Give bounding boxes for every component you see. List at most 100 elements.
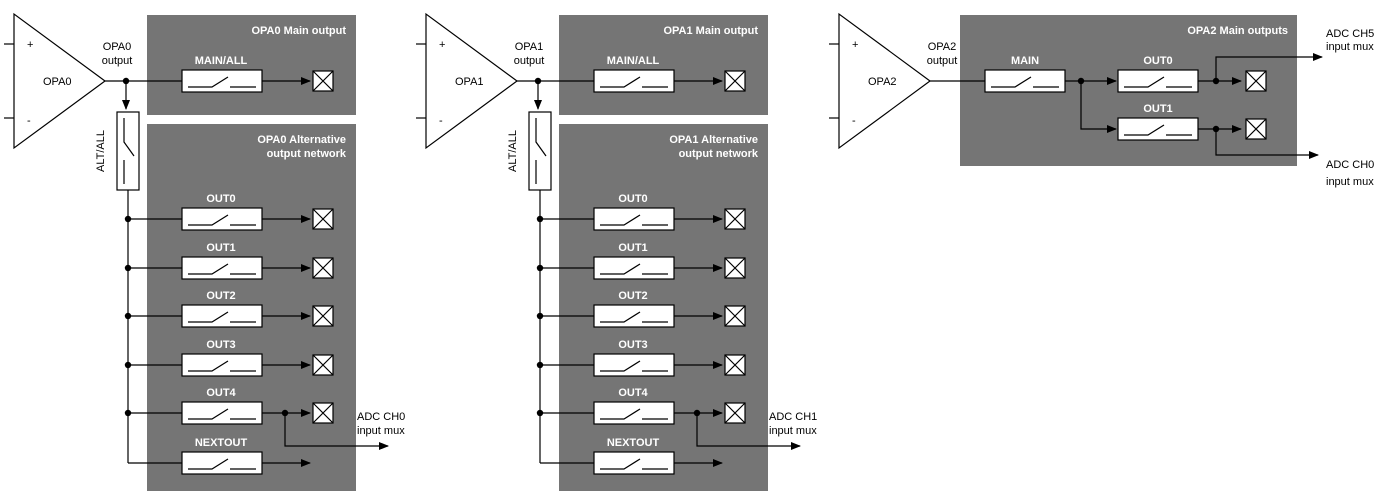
opa2-adc-ch5-wire xyxy=(1215,53,1323,81)
switch-symbol xyxy=(600,263,668,275)
alt-output-title-line2: output network xyxy=(679,148,759,160)
switch-label-out4: OUT4 xyxy=(618,387,648,399)
switch-label-out1: OUT1 xyxy=(206,242,235,254)
opa2-out1-label: OUT1 xyxy=(1143,103,1172,115)
output-label-line1: OPA2 xyxy=(928,41,957,53)
output-label-line2: output xyxy=(514,55,545,67)
switch-label-out3: OUT3 xyxy=(206,339,235,351)
plus-sign: + xyxy=(439,39,445,51)
opa2-out0-label: OUT0 xyxy=(1143,55,1172,67)
adc-ch5-label-line2: input mux xyxy=(1326,41,1374,53)
switch-label-out4: OUT4 xyxy=(206,387,236,399)
switch-label-nextout: NEXTOUT xyxy=(607,437,660,449)
opamp-triangle xyxy=(838,12,932,150)
x-mark xyxy=(312,70,334,92)
switch-symbol xyxy=(600,214,668,226)
minus-sign: - xyxy=(439,115,443,127)
adc-ch0-label-line1: ADC CH0 xyxy=(1326,159,1374,171)
main-output-panel xyxy=(147,15,356,115)
switch-symbol xyxy=(188,263,256,275)
x-mark xyxy=(312,402,334,424)
plus-sign: + xyxy=(27,39,33,51)
minus-sign: - xyxy=(852,115,856,127)
switch-symbol xyxy=(188,360,256,372)
alt-switch xyxy=(116,111,140,191)
switch-label-out3: OUT3 xyxy=(618,339,647,351)
output-label-line1: OPA0 xyxy=(103,41,132,53)
alt-output-title-line1: OPA1 Alternative xyxy=(669,134,758,146)
alt-switch-label: ALT/ALL xyxy=(507,130,519,172)
switch-symbol xyxy=(600,76,668,88)
x-mark xyxy=(724,257,746,279)
switch-symbol xyxy=(600,408,668,420)
x-mark xyxy=(724,70,746,92)
main-switch-label: MAIN/ALL xyxy=(195,55,248,67)
junction-dot xyxy=(124,312,132,320)
switch-symbol xyxy=(188,311,256,323)
switch-symbol xyxy=(123,118,135,184)
x-mark xyxy=(312,354,334,376)
opa2-main-to-out1 xyxy=(1080,81,1117,133)
opamp-label: OPA2 xyxy=(868,76,897,88)
junction-dot xyxy=(536,215,544,223)
junction-dot xyxy=(536,312,544,320)
junction-dot xyxy=(124,215,132,223)
x-mark xyxy=(724,208,746,230)
opa2-adc-ch0-wire xyxy=(1215,129,1319,159)
switch-symbol xyxy=(1124,124,1192,136)
adc-tap-wire xyxy=(696,413,801,450)
main-switch-label: MAIN/ALL xyxy=(607,55,660,67)
switch-symbol xyxy=(600,311,668,323)
switch-symbol xyxy=(188,214,256,226)
junction-dot xyxy=(124,264,132,272)
main-output-title: OPA0 Main output xyxy=(251,25,346,37)
switch-symbol xyxy=(188,76,256,88)
main-output-panel xyxy=(559,15,768,115)
switch-label-out2: OUT2 xyxy=(206,290,235,302)
switch-symbol xyxy=(535,118,547,184)
x-mark xyxy=(312,208,334,230)
output-label-line1: OPA1 xyxy=(515,41,544,53)
switch-symbol xyxy=(600,360,668,372)
alt-switch xyxy=(528,111,552,191)
x-mark xyxy=(1245,118,1267,140)
switch-symbol xyxy=(1124,76,1192,88)
opamp-label: OPA1 xyxy=(455,76,484,88)
x-mark xyxy=(312,305,334,327)
switch-label-out0: OUT0 xyxy=(618,193,647,205)
alt-switch-label: ALT/ALL xyxy=(95,130,107,172)
switch-symbol xyxy=(600,458,668,470)
main-output-title: OPA1 Main output xyxy=(663,25,758,37)
opa2-outputs-title: OPA2 Main outputs xyxy=(1187,25,1288,37)
alt-output-title-line2: output network xyxy=(267,148,347,160)
adc-label-line2: input mux xyxy=(357,425,405,437)
x-mark xyxy=(724,354,746,376)
junction-dot xyxy=(536,361,544,369)
opa2-main-switch-label: MAIN xyxy=(1011,55,1039,67)
x-mark xyxy=(1245,70,1267,92)
junction-dot xyxy=(124,409,132,417)
x-mark xyxy=(312,257,334,279)
adc-ch5-label-line1: ADC CH5 xyxy=(1326,28,1374,40)
switch-symbol xyxy=(188,458,256,470)
junction-dot xyxy=(124,361,132,369)
output-label-line2: output xyxy=(927,55,958,67)
output-label-line2: output xyxy=(102,55,133,67)
opamp-label: OPA0 xyxy=(43,76,72,88)
adc-label-line1: ADC CH0 xyxy=(357,411,405,423)
junction-dot xyxy=(536,409,544,417)
junction-dot xyxy=(536,264,544,272)
switch-label-nextout: NEXTOUT xyxy=(195,437,248,449)
switch-label-out2: OUT2 xyxy=(618,290,647,302)
opamp-triangle xyxy=(13,12,107,150)
adc-label-line2: input mux xyxy=(769,425,817,437)
plus-sign: + xyxy=(852,39,858,51)
adc-label-line1: ADC CH1 xyxy=(769,411,817,423)
adc-ch0-label-line2: input mux xyxy=(1326,176,1374,188)
opamp-triangle xyxy=(425,12,519,150)
switch-symbol xyxy=(188,408,256,420)
